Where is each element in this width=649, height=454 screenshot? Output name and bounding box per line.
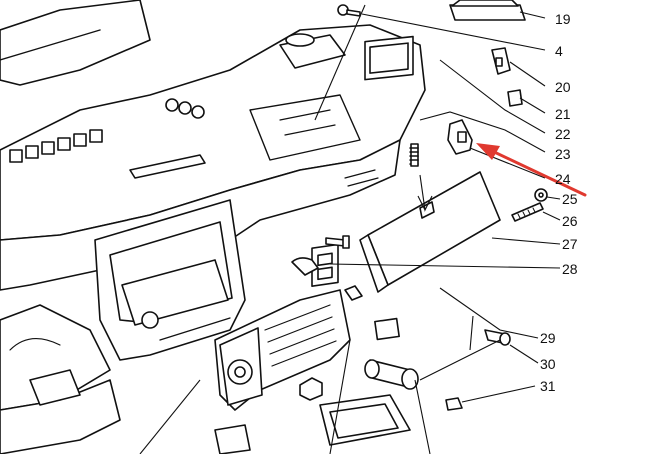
callout-25: 25 (562, 191, 578, 207)
part-27-glovebox-lid (359, 171, 501, 293)
callout-28: 28 (562, 261, 578, 277)
part-4-screw (337, 4, 361, 17)
callout-20: 20 (555, 79, 571, 95)
part-20 (491, 47, 511, 75)
center-console-frame (94, 199, 246, 361)
part-24-spring (409, 143, 419, 167)
switch-row (9, 129, 103, 163)
small-parts (214, 257, 511, 454)
callout-26: 26 (562, 213, 578, 229)
ashtray (319, 394, 411, 446)
callout-23: 23 (555, 146, 571, 162)
lower-left-trim (0, 304, 121, 454)
part-25-washer (534, 188, 548, 202)
callout-24: 24 (555, 171, 571, 187)
callout-labels: 19 4 20 21 22 23 24 25 26 27 28 29 30 31 (540, 11, 578, 394)
callout-27: 27 (562, 236, 578, 252)
part-26-screw (511, 202, 544, 222)
callout-19: 19 (555, 11, 571, 27)
leader-lines (139, 4, 561, 454)
callout-4: 4 (555, 43, 563, 59)
lighter-socket (364, 359, 419, 390)
callout-21: 21 (555, 106, 571, 122)
callout-22: 22 (555, 126, 571, 142)
part-19 (449, 0, 526, 21)
callout-30: 30 (540, 356, 556, 372)
part-23-bracket (447, 119, 473, 155)
red-pointer-arrow (476, 143, 587, 197)
bolt (325, 235, 350, 249)
callout-29: 29 (540, 330, 556, 346)
part-21 (507, 89, 523, 107)
switch-panel-assembly (214, 243, 351, 411)
callout-31: 31 (540, 378, 556, 394)
